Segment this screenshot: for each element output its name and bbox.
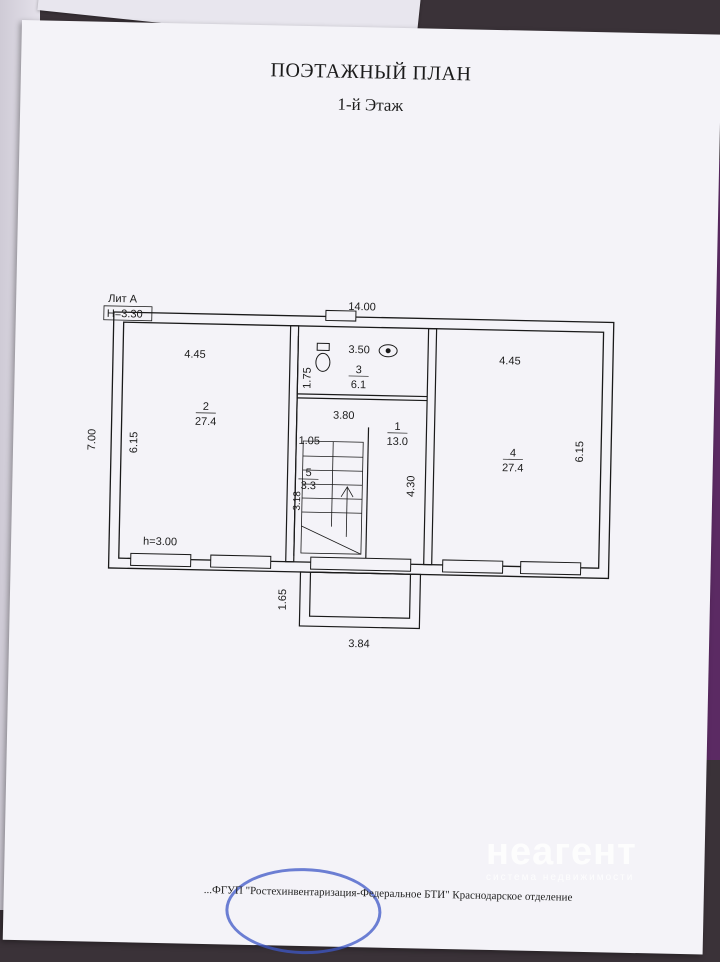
dim-left-width: 4.45 (184, 348, 206, 360)
room-area: 6.1 (351, 379, 367, 391)
dim-depth: 7.00 (86, 429, 98, 451)
room-number: 5 (305, 467, 311, 479)
room-number: 3 (356, 364, 362, 376)
room-area: 3.3 (301, 480, 317, 492)
dim-stair-depth: 3.18 (292, 491, 303, 511)
height-main-label: Н=3.30 (107, 308, 143, 321)
room-number: 1 (394, 421, 400, 433)
floor-plan-sheet: ПОЭТАЖНЫЙ ПЛАН 1-й Этаж (3, 20, 720, 954)
dim-right-depth: 6.15 (574, 441, 586, 463)
dim-hall-depth: 4.30 (405, 475, 417, 497)
dim-wc-depth: 1.75 (301, 367, 313, 389)
floor-plan-drawing: Лит А Н=3.30 14.00 7.00 4.45 4.45 6.15 6… (3, 20, 720, 934)
dim-left-depth: 6.15 (128, 432, 140, 454)
lit-label: Лит А (108, 293, 138, 306)
dim-porch-depth: 1.65 (277, 589, 289, 611)
room-number: 4 (510, 447, 516, 459)
room-area: 13.0 (386, 436, 408, 448)
dim-total-width: 14.00 (348, 301, 376, 314)
room-number: 2 (203, 401, 209, 413)
room-area: 27.4 (195, 416, 217, 428)
dim-porch-width: 3.84 (348, 638, 370, 650)
watermark: неагент система недвижимости (486, 832, 637, 883)
dim-hall-width: 3.80 (333, 410, 355, 422)
watermark-subtitle: система недвижимости (486, 872, 637, 883)
porch (299, 572, 420, 629)
room-labels: 2 27.4 3 6.1 1 13.0 5 3.3 4 27.4 (193, 361, 525, 497)
room-area: 27.4 (502, 462, 524, 474)
height-room-label: h=3.00 (143, 536, 177, 549)
windows (131, 553, 581, 574)
staircase (301, 441, 363, 554)
dim-stair-width: 1.05 (298, 435, 320, 447)
watermark-logo: неагент (486, 832, 637, 872)
dim-right-width: 4.45 (499, 355, 521, 367)
dim-wc-width: 3.50 (348, 344, 370, 356)
